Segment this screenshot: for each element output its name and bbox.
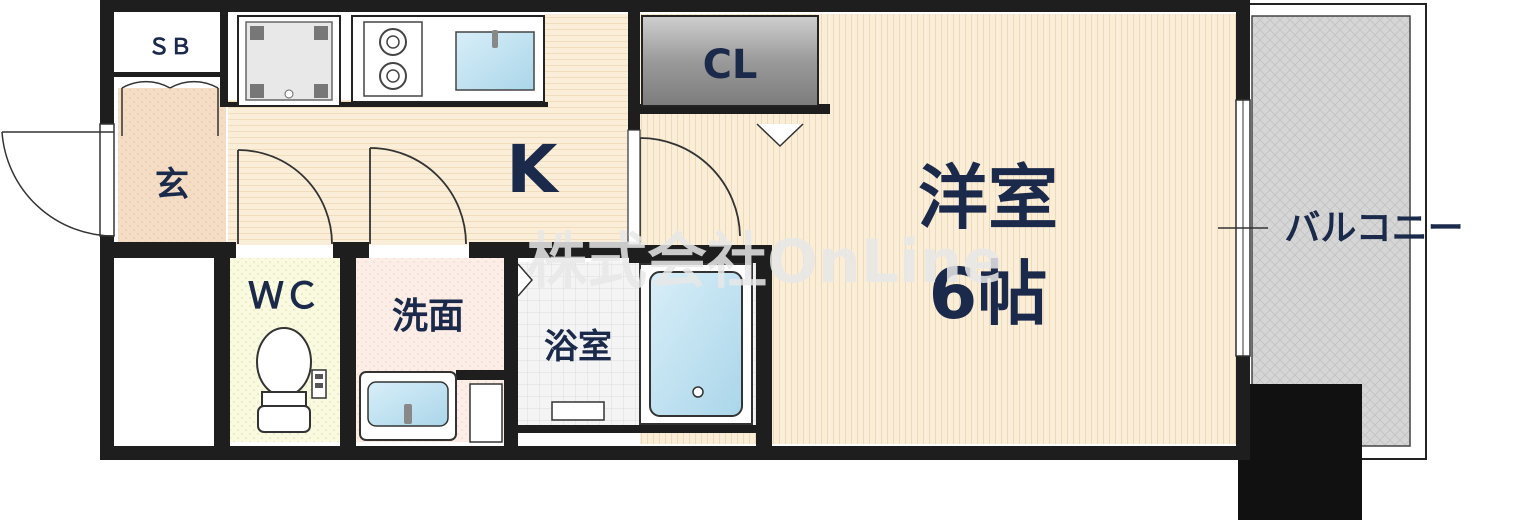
entrance-door	[1, 123, 115, 237]
balcony-pillar	[1238, 384, 1362, 520]
kitchen-label: K	[506, 131, 560, 208]
washroom-label: 洗面	[392, 296, 464, 337]
kitchen-counter	[351, 15, 545, 103]
western-room-size: 6帖	[929, 253, 1048, 335]
closet: CL	[641, 15, 819, 148]
bathtub	[517, 263, 753, 425]
watermark: 株式会社OnLine	[527, 227, 1003, 297]
closet-label: CL	[703, 42, 758, 88]
bathroom-label: 浴室	[544, 327, 612, 367]
toilet	[256, 327, 327, 433]
washing-machine	[237, 15, 341, 107]
sb-label: ＳＢ	[148, 35, 192, 60]
storage-area	[116, 258, 214, 446]
entrance-floor	[118, 88, 226, 243]
western-room-label: 洋室	[918, 157, 1058, 239]
inner-doors	[237, 129, 741, 246]
shoe-box: ＳＢ	[116, 14, 220, 136]
balcony-label: バルコニー	[1284, 208, 1463, 249]
entrance-label: 玄	[155, 165, 189, 205]
balcony	[1238, 3, 1427, 520]
walls	[100, 0, 1250, 460]
balcony-window	[1218, 99, 1268, 357]
wash-basin	[359, 371, 503, 443]
wc-label: ＷＣ	[248, 276, 320, 317]
